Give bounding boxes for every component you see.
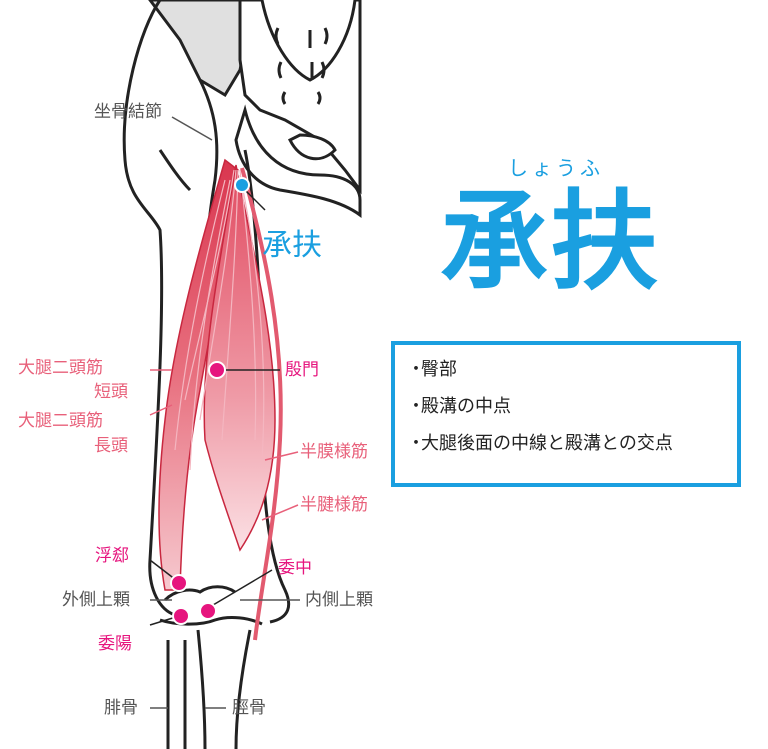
fibula-label: 腓骨 — [104, 698, 138, 718]
bullet-icon: ・ — [407, 396, 425, 417]
biceps-short-head-label-2: 短頭 — [94, 382, 128, 402]
yinmen-point — [208, 361, 226, 379]
fuxi-label: 浮郄 — [95, 546, 129, 566]
list-item: ・殿溝の中点 — [407, 396, 511, 417]
list-item: ・臀部 — [407, 359, 457, 380]
hamstring-muscles — [158, 158, 283, 641]
weiyang-label: 委陽 — [98, 634, 132, 654]
weizhong-point — [199, 602, 217, 620]
location-info-box: ・臀部 ・殿溝の中点 ・大腿後面の中線と殿溝との交点 — [391, 341, 741, 487]
acupoint-leader-lines — [149, 187, 280, 626]
biceps-long-head-label-1: 大腿二頭筋 — [18, 411, 103, 431]
weizhong-label: 委中 — [278, 558, 312, 578]
location-list: ・臀部 ・殿溝の中点 ・大腿後面の中線と殿溝との交点 — [395, 345, 737, 455]
semimembranosus-label: 半膜様筋 — [300, 442, 368, 462]
bullet-icon: ・ — [407, 433, 425, 454]
semitendinosus-muscle — [240, 167, 283, 641]
biceps-long-head-label-2: 長頭 — [94, 436, 128, 456]
knee-joint — [159, 585, 263, 626]
ischial-tuberosity-label: 坐骨結節 — [94, 102, 162, 122]
semitendinosus-label: 半腱様筋 — [300, 495, 368, 515]
gray-leader-lines — [150, 116, 300, 709]
point-title: 承扶 — [440, 180, 661, 305]
pink-leader-lines — [149, 369, 299, 521]
biceps-short-head-label-1: 大腿二頭筋 — [18, 358, 103, 378]
point-reading: しょうふ — [508, 156, 604, 180]
yinmen-label: 殷門 — [285, 360, 319, 380]
pelvis — [148, 0, 362, 218]
list-item: ・大腿後面の中線と殿溝との交点 — [407, 433, 673, 454]
weiyang-point — [172, 607, 190, 625]
chengfu-point — [234, 177, 250, 193]
sacral-foramina — [274, 27, 329, 105]
bullet-icon: ・ — [407, 359, 425, 380]
lower-leg-bones — [166, 629, 252, 749]
medial-epicondyle-label: 内側上顆 — [305, 590, 373, 610]
fuxi-point — [170, 574, 188, 592]
tibia-label: 脛骨 — [232, 698, 266, 718]
chengfu-map-label: 承扶 — [262, 228, 322, 263]
semimembranosus-muscle — [203, 164, 276, 552]
lateral-epicondyle-label: 外側上顆 — [62, 590, 130, 610]
